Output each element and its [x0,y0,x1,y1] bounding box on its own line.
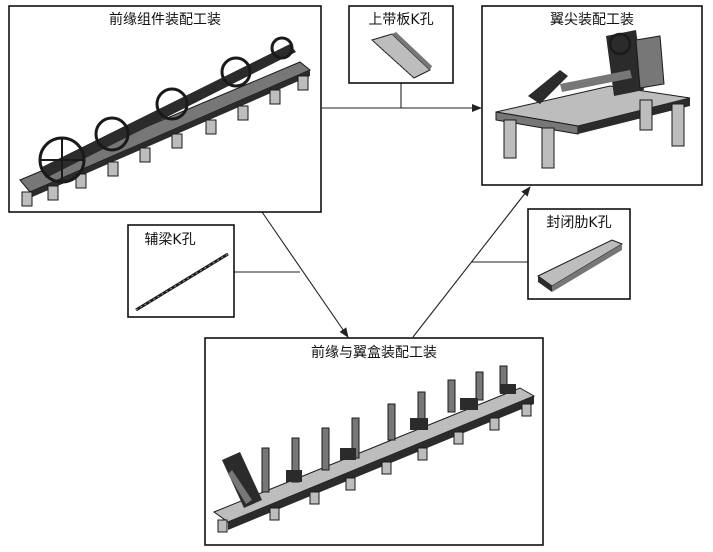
node-leading-edge-wingbox-assembly: 前缘与翼盒装配工装 [204,337,544,546]
node-label: 翼尖装配工装 [550,12,634,28]
wingtip-fixture-illustration [495,30,691,169]
node-leading-edge-assembly: 前缘组件装配工装 [8,5,322,213]
node-label: 上带板K孔 [368,12,433,28]
node-box [127,224,235,318]
node-auxiliary-spar-k-hole: 辅梁K孔 [127,224,235,318]
connectors [234,83,531,338]
node-label: 封闭肋K孔 [546,215,611,231]
node-label: 辅梁K孔 [144,232,195,248]
leading-edge-fixture-illustration [19,36,311,207]
node-wingtip-assembly: 翼尖装配工装 [481,5,703,186]
upper-flange-part-illustration [371,32,432,79]
edge-leading-edge-to-wingbox [261,211,349,338]
node-label: 前缘组件装配工装 [109,11,221,28]
wingbox-fixture-illustration [212,365,536,533]
node-label: 前缘与翼盒装配工装 [311,344,437,361]
closing-rib-part-illustration [537,239,624,292]
node-closing-rib-k-hole: 封闭肋K孔 [527,208,631,300]
auxiliary-spar-part-illustration [135,252,229,312]
node-upper-flange-k-hole: 上带板K孔 [348,5,454,84]
